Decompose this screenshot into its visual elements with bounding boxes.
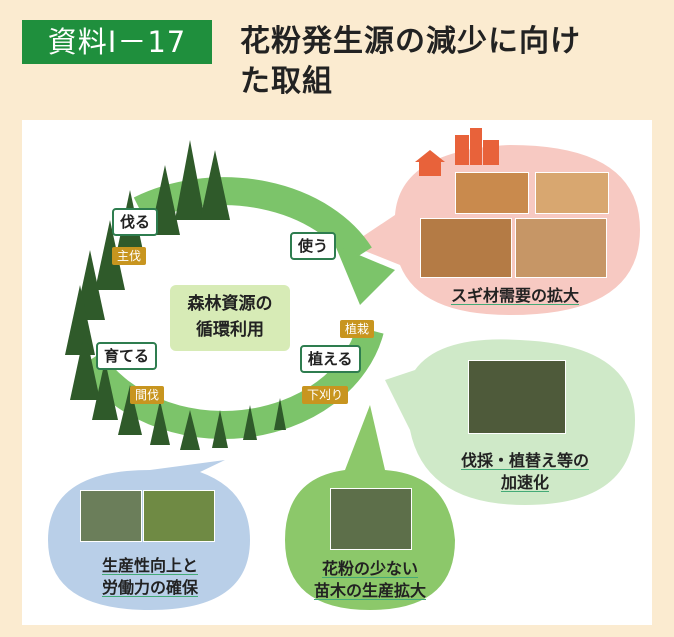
productivity-line-1: 生産性向上と: [101, 556, 198, 575]
tree: [150, 400, 170, 445]
tree: [212, 410, 228, 448]
tree: [200, 150, 230, 220]
tree: [180, 410, 200, 450]
forestry-machine-photo-2: [143, 490, 215, 542]
logging-worker-photo: [468, 360, 566, 434]
tag-planting: 植栽: [340, 320, 375, 338]
center-line-1: 森林資源の: [187, 294, 273, 314]
page-title: 花粉発生源の減少に向け た取組: [240, 22, 660, 102]
tree: [70, 330, 100, 400]
title-line-1: 花粉発生源の減少に向け: [240, 24, 581, 59]
seedlings-line-1: 花粉の少ない: [321, 559, 418, 578]
tag-weeding: 下刈り: [302, 386, 349, 404]
seedling-nursery-photo: [330, 488, 412, 550]
tree: [243, 405, 257, 440]
tree: [65, 285, 95, 355]
cycle-center-label: 森林資源の 循環利用: [170, 285, 290, 351]
productivity-line-2: 労働力の確保: [101, 578, 198, 597]
tree: [95, 220, 125, 290]
cycle-arrowhead: [335, 245, 395, 305]
seedlings-caption: 花粉の少ない 苗木の生産拡大: [300, 558, 440, 602]
accelerate-caption: 伐採・植替え等の 加速化: [440, 450, 610, 494]
figure-number-badge: 資料Ⅰ－17: [22, 20, 212, 64]
tag-thinning: 間伐: [130, 386, 165, 404]
step-plant: 植える: [300, 345, 361, 373]
tree: [92, 360, 118, 420]
step-cut: 伐る: [112, 208, 159, 236]
forestry-machine-photo-1: [80, 490, 142, 542]
wood-interior-photo-2: [535, 172, 609, 214]
accelerate-line-1: 伐採・植替え等の: [460, 451, 589, 470]
tree: [175, 140, 205, 220]
accelerate-line-2: 加速化: [500, 473, 549, 492]
tag-main-cut: 主伐: [112, 247, 147, 265]
center-line-2: 循環利用: [196, 320, 264, 340]
buildings-icon: [455, 128, 499, 165]
step-grow: 育てる: [96, 342, 158, 370]
wood-interior-photo-3: [420, 218, 512, 278]
seedlings-line-2: 苗木の生産拡大: [313, 581, 426, 600]
demand-caption: スギ材需要の拡大: [450, 286, 579, 305]
title-line-2: た取組: [240, 64, 333, 99]
tree: [274, 398, 286, 430]
wood-interior-photo-4: [515, 218, 607, 278]
step-use: 使う: [290, 232, 337, 260]
productivity-caption: 生産性向上と 労働力の確保: [80, 555, 220, 599]
cycle-arrow: [133, 177, 372, 263]
house-icon: [415, 150, 445, 176]
wood-interior-photo-1: [455, 172, 529, 214]
tree: [118, 385, 142, 435]
